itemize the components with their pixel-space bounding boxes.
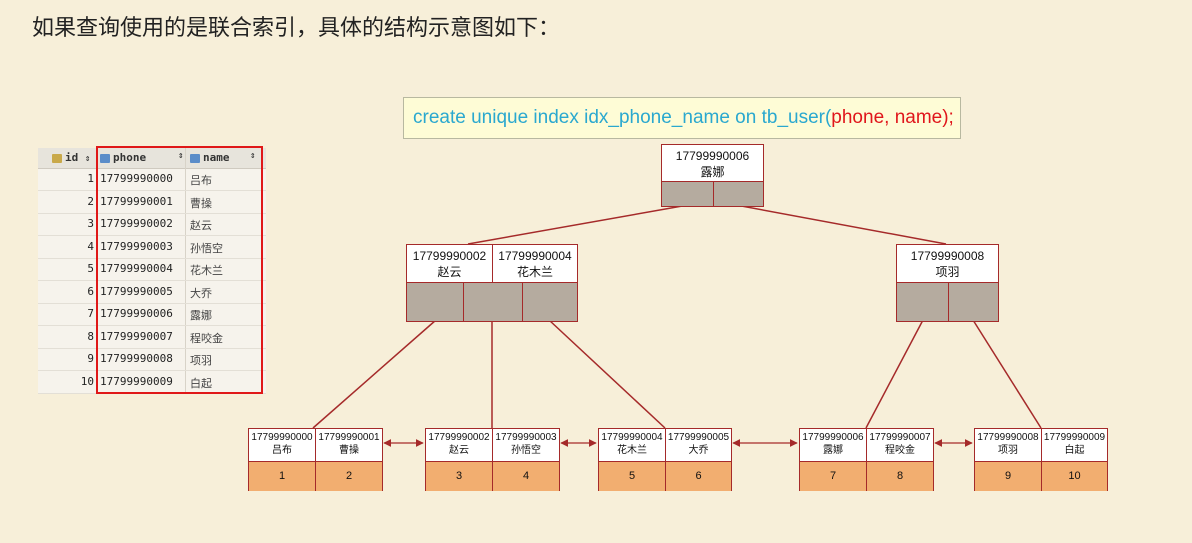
internal-node-left: 17799990002 赵云 17799990004 花木兰 [406, 244, 578, 322]
column-icon [190, 153, 200, 163]
table-cell-name: 白起 [190, 376, 212, 390]
table-header: id ⇕ phone ⇕ name ⇕ [38, 148, 266, 169]
column-icon [100, 153, 110, 163]
table-cell-id: 2 [87, 194, 94, 208]
sql-statement-box: create unique index idx_phone_name on tb… [403, 97, 961, 139]
highlight-frame [96, 146, 263, 394]
table-row[interactable]: 1 17799990000 吕布 [38, 168, 266, 191]
table-cell-id: 6 [87, 284, 94, 298]
row-id-cell: 1 [249, 461, 316, 491]
sort-icon[interactable]: ⇕ [178, 151, 184, 161]
sql-index-columns: phone, name [831, 107, 943, 128]
row-id-cell: 8 [867, 461, 933, 491]
table-cell-phone: 17799990006 [100, 307, 173, 320]
table-row[interactable]: 2 17799990001 曹操 [38, 191, 266, 214]
pointer-slot [897, 282, 948, 321]
table-cell-id: 10 [80, 374, 94, 388]
table-cell-phone: 17799990009 [100, 374, 173, 388]
table-cell-id: 7 [87, 307, 94, 320]
table-cell-name: 孙悟空 [190, 241, 223, 255]
pointer-slot [713, 181, 763, 206]
table-row[interactable]: 9 17799990008 项羽 [38, 348, 266, 371]
row-id-cell: 6 [666, 461, 731, 491]
table-row[interactable]: 3 17799990002 赵云 [38, 213, 266, 236]
table-row[interactable]: 5 17799990004 花木兰 [38, 258, 266, 281]
pointer-slot [522, 282, 577, 321]
key-column-icon [52, 153, 62, 163]
table-cell-phone: 17799990007 [100, 329, 173, 343]
table-cell-phone: 17799990004 [100, 262, 173, 275]
table-cell-name: 露娜 [190, 309, 212, 322]
table-cell-name: 花木兰 [190, 264, 223, 277]
table-cell-name: 赵云 [190, 219, 212, 232]
table-row[interactable]: 6 17799990005 大乔 [38, 281, 266, 304]
column-divider [185, 148, 186, 394]
row-id-cell: 3 [426, 461, 493, 491]
pointer-slot [407, 282, 463, 321]
table-cell-name: 项羽 [190, 354, 212, 367]
sort-icon[interactable]: ⇕ [84, 154, 91, 164]
table-cell-id: 3 [87, 217, 94, 230]
table-cell-phone: 17799990008 [100, 352, 173, 365]
table-cell-id: 5 [87, 262, 94, 275]
table-row[interactable]: 4 17799990003 孙悟空 [38, 236, 266, 259]
name-column-header[interactable]: name [190, 151, 230, 164]
table-cell-phone: 17799990001 [100, 194, 173, 208]
table-cell-name: 大乔 [190, 286, 212, 300]
root-key: 17799990006 露娜 [675, 149, 750, 179]
table-cell-phone: 17799990000 [100, 172, 173, 185]
table-row[interactable]: 7 17799990006 露娜 [38, 303, 266, 326]
row-id-cell: 5 [599, 461, 666, 491]
table-row[interactable]: 8 17799990007 程咬金 [38, 326, 266, 349]
table-cell-name: 吕布 [190, 174, 212, 187]
table-cell-phone: 17799990002 [100, 217, 173, 230]
table-cell-name: 曹操 [190, 196, 212, 210]
row-id-cell: 10 [1042, 461, 1107, 491]
row-id-cell: 4 [493, 461, 559, 491]
internal-node-right: 17799990008 项羽 [896, 244, 999, 322]
table-cell-id: 4 [87, 239, 94, 253]
root-node: 17799990006 露娜 [661, 144, 764, 207]
sort-icon[interactable]: ⇕ [250, 151, 256, 161]
internal-key: 17799990002 赵云 [407, 245, 493, 282]
id-column-header[interactable]: id ⇕ [52, 151, 90, 164]
row-id-cell: 9 [975, 461, 1042, 491]
sql-prefix: create unique index idx_phone_name on tb… [413, 107, 832, 128]
table-cell-phone: 17799990003 [100, 239, 173, 253]
row-id-cell: 7 [800, 461, 867, 491]
user-table: id ⇕ phone ⇕ name ⇕ 1 17799990000 吕布 2 17799… [38, 148, 266, 394]
table-cell-name: 程咬金 [190, 331, 223, 345]
sql-suffix: ); [942, 107, 954, 128]
pointer-slot [463, 282, 522, 321]
table-cell-id: 9 [87, 352, 94, 365]
phone-column-header[interactable]: phone [100, 151, 146, 164]
page-heading: 如果查询使用的是联合索引，具体的结构示意图如下： [32, 16, 561, 41]
table-cell-phone: 17799990005 [100, 284, 173, 298]
internal-key: 17799990004 花木兰 [498, 249, 572, 279]
pointer-slot [662, 181, 713, 206]
table-cell-id: 1 [87, 172, 94, 185]
internal-key: 17799990008 项羽 [910, 249, 985, 279]
row-id-cell: 2 [316, 461, 382, 491]
pointer-slot [948, 282, 998, 321]
table-cell-id: 8 [87, 329, 94, 343]
